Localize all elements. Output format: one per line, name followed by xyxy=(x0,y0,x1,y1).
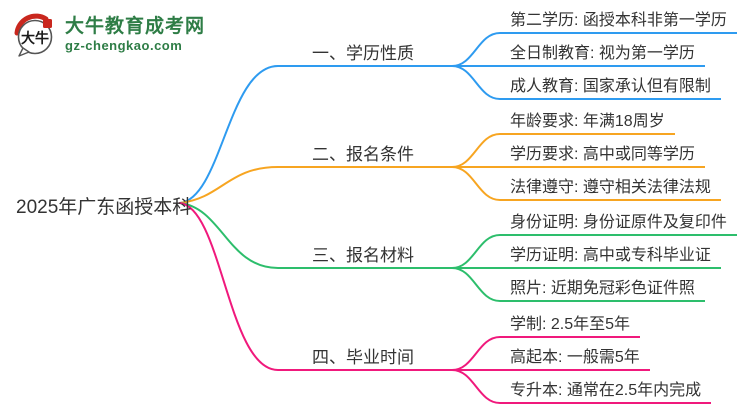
branch-item: 照片: 近期免冠彩色证件照 xyxy=(500,278,705,302)
branch-item: 第二学历: 函授本科非第一学历 xyxy=(500,10,737,34)
branch-curve xyxy=(451,369,501,404)
branch-curve xyxy=(451,133,501,168)
branch-curve xyxy=(179,202,453,371)
site-logo: 大牛 大牛教育成考网 gz-chengkao.com xyxy=(12,12,205,58)
branch-item: 学历要求: 高中或同等学历 xyxy=(500,144,705,168)
branch-item: 成人教育: 国家承认但有限制 xyxy=(500,76,721,100)
branch-curve xyxy=(179,166,453,204)
branch-item: 学历证明: 高中或专科毕业证 xyxy=(500,245,721,269)
logo-site-url: gz-chengkao.com xyxy=(65,38,183,54)
root-topic: 2025年广东函授本科 xyxy=(16,197,192,218)
branch-curve xyxy=(451,65,501,100)
branch-curve xyxy=(451,32,501,67)
branch-item: 高起本: 一般需5年 xyxy=(500,347,650,371)
logo-icon-text: 大牛 xyxy=(21,30,49,46)
branch-curve xyxy=(451,336,501,371)
logo-text-block: 大牛教育成考网 gz-chengkao.com xyxy=(65,17,205,53)
logo-site-name: 大牛教育成考网 xyxy=(65,16,206,38)
branch-item: 专升本: 通常在2.5年内完成 xyxy=(500,380,712,404)
branch-item: 法律遵守: 遵守相关法律法规 xyxy=(500,177,721,201)
branch-item: 学制: 2.5年至5年 xyxy=(500,314,641,338)
logo-bull-icon: 大牛 xyxy=(14,13,53,57)
branch-item: 全日制教育: 视为第一学历 xyxy=(500,43,705,67)
branch-label: 四、毕业时间 xyxy=(312,348,414,367)
branch-curve xyxy=(451,166,501,201)
branch-label: 一、学历性质 xyxy=(312,44,414,63)
branch-label: 三、报名材料 xyxy=(312,246,414,265)
branch-curve xyxy=(451,234,501,269)
branch-label: 二、报名条件 xyxy=(312,145,414,164)
branch-curve xyxy=(179,202,453,269)
branch-item: 身份证明: 身份证原件及复印件 xyxy=(500,212,737,236)
branch-curve xyxy=(179,65,453,204)
branch-curve xyxy=(451,267,501,302)
branch-item: 年龄要求: 年满18周岁 xyxy=(500,111,675,135)
